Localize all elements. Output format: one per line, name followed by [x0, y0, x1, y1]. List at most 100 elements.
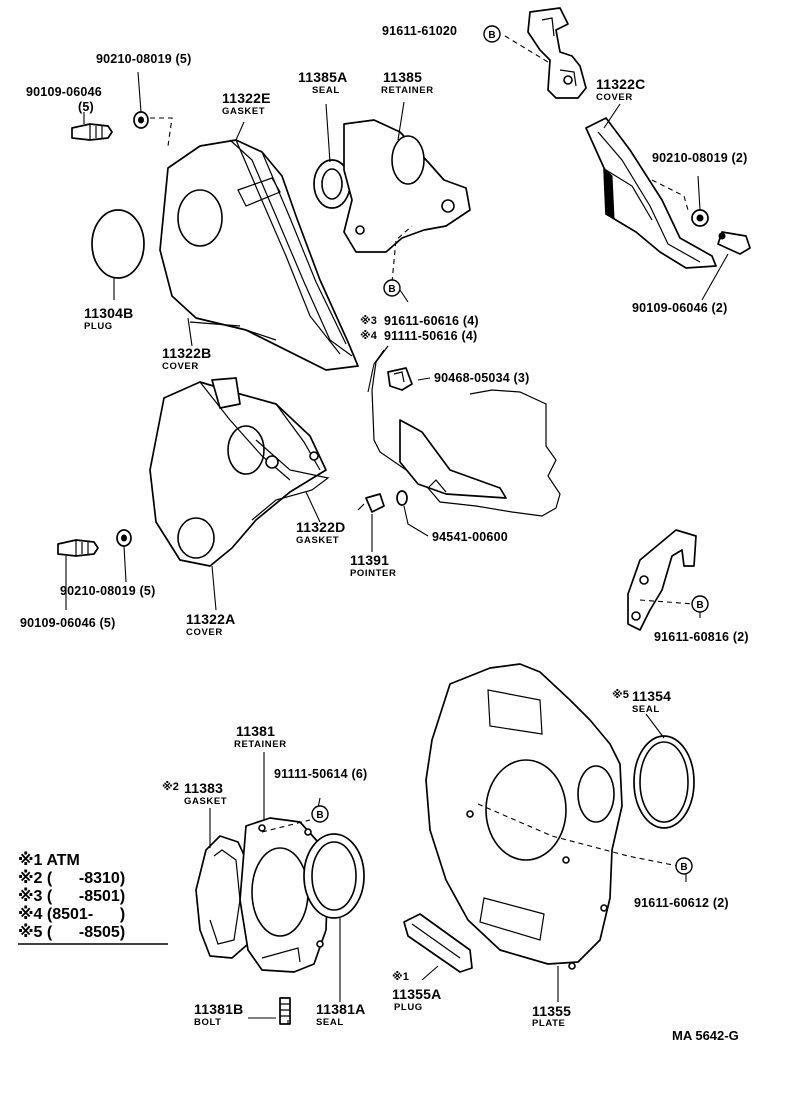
bolt-symbol-91611-60616: B [383, 279, 401, 297]
note-1-text: ATM [46, 852, 80, 869]
seal-11381a [303, 833, 365, 919]
label-91611-60816: 91611-60816 (2) [654, 630, 749, 644]
retainer-11381 [239, 817, 329, 973]
label-11322b: 11322B [162, 345, 212, 361]
label-11304b-name: PLUG [84, 321, 113, 332]
label-11355-name: PLATE [532, 1018, 566, 1029]
svg-text:B: B [316, 810, 323, 821]
gasket-11322e [229, 139, 353, 357]
bolt-90109-right [717, 231, 751, 255]
plug-11304b [91, 209, 145, 279]
label-91611-60616: 91611-60616 (4) [384, 314, 479, 328]
upper-cover-bracket [527, 7, 587, 99]
label-11354-name: SEAL [632, 704, 660, 715]
label-11391: 11391 [350, 552, 390, 568]
note-3-text: ( -8501) [46, 888, 126, 905]
label-11322e: 11322E [222, 90, 271, 106]
label-11391-name: POINTER [350, 568, 397, 579]
label-11385-name: RETAINER [381, 85, 434, 96]
washer-90210-top [133, 111, 149, 129]
leader-91611-60616-up [391, 225, 413, 283]
label-11381a-name: SEAL [316, 1017, 344, 1028]
label-91611-60612: 91611-60612 (2) [634, 896, 729, 910]
clip-90468 [387, 367, 413, 391]
note-4: ※4 (8501- ) [18, 907, 174, 925]
label-11385a-name: SEAL [312, 85, 340, 96]
note-5-mark: ※5 [18, 924, 43, 941]
svg-text:B: B [388, 284, 395, 295]
note-4-text: (8501- ) [46, 906, 126, 923]
washer-94541 [396, 490, 408, 506]
label-90210-08019-mid: 90210-08019 (5) [60, 584, 156, 598]
washer-90210-mid [116, 529, 132, 547]
label-91611-61020: 91611-61020 [382, 24, 458, 38]
bolt-symbol-91111-50614: B [311, 805, 329, 823]
label-11355a-mark: ※1 [392, 971, 409, 983]
note-3: ※3 ( -8501) [18, 889, 174, 907]
engine-block-outline [371, 345, 561, 517]
label-11383-name: GASKET [184, 796, 228, 807]
label-11385: 11385 [383, 69, 423, 85]
svg-text:B: B [680, 862, 687, 873]
bolt-90109-mid [57, 539, 99, 557]
retainer-11385 [343, 119, 471, 253]
side-bracket [627, 529, 697, 631]
notes-block: ※1 ATM ※2 ( -8310) ※3 ( -8501) ※4 (8501-… [18, 853, 174, 943]
label-90210-08019-top: 90210-08019 (5) [96, 52, 192, 66]
note-4-mark: ※4 [18, 906, 43, 923]
label-91111-50616-mark: ※4 [360, 330, 377, 342]
label-11354: 11354 [632, 688, 672, 704]
note-2-text: ( -8310) [46, 870, 126, 887]
leader-11322c-bracket [651, 179, 689, 211]
leader-plate-bolt [477, 803, 679, 867]
label-90210-08019-right: 90210-08019 (2) [652, 151, 748, 165]
label-11383-mark: ※2 [162, 781, 179, 793]
label-90109-06046-mid: 90109-06046 (5) [20, 616, 116, 630]
label-90109-06046-right: 90109-06046 (2) [632, 301, 728, 315]
label-11383: 11383 [184, 780, 224, 796]
cover-11322c [585, 117, 717, 269]
label-11322d-name: GASKET [296, 535, 340, 546]
svg-text:B: B [488, 30, 495, 41]
cover-11322a [149, 377, 327, 567]
plug-11355a [403, 913, 473, 973]
leader-top-bolt [150, 117, 173, 147]
note-1-mark: ※1 [18, 852, 43, 869]
label-11355a: 11355A [392, 986, 442, 1002]
cover-11322b [159, 139, 359, 371]
label-11355: 11355 [532, 1003, 572, 1019]
note-3-mark: ※3 [18, 888, 43, 905]
label-91111-50614: 91111-50614 (6) [274, 767, 368, 781]
label-91611-60616-mark: ※3 [360, 315, 377, 327]
label-90468-05034: 90468-05034 (3) [434, 371, 530, 385]
bolt-11381b [279, 997, 291, 1025]
label-11322c-name: COVER [596, 92, 633, 103]
bolt-90109-top [71, 123, 113, 141]
note-1: ※1 ATM [18, 853, 174, 871]
bolt-symbol-91611-61020: B [483, 25, 501, 43]
label-11381b-name: BOLT [194, 1017, 222, 1028]
note-5-text: ( -8505) [46, 924, 126, 941]
label-11322d: 11322D [296, 519, 346, 535]
label-11381a: 11381A [316, 1001, 366, 1017]
label-11354-mark: ※5 [612, 689, 629, 701]
label-11322a: 11322A [186, 611, 236, 627]
label-11381-name: RETAINER [234, 739, 287, 750]
pointer-11391 [357, 493, 385, 513]
label-90109-06046-top-qty: (5) [78, 100, 94, 114]
leader-side-bracket [639, 599, 695, 605]
note-2: ※2 ( -8310) [18, 871, 174, 889]
label-11322e-name: GASKET [222, 106, 266, 117]
label-91111-50616: 91111-50616 (4) [384, 329, 478, 343]
label-11304b: 11304B [84, 305, 134, 321]
leader-lines [65, 71, 729, 1024]
label-11385a: 11385A [298, 69, 348, 85]
label-11381b: 11381B [194, 1001, 244, 1017]
bolt-symbol-91611-60612: B [675, 857, 693, 875]
svg-text:B: B [696, 600, 703, 611]
label-11355a-name: PLUG [394, 1002, 423, 1013]
note-2-mark: ※2 [18, 870, 43, 887]
label-94541-00600: 94541-00600 [432, 530, 508, 544]
figure-reference: MA 5642-G [672, 1028, 739, 1043]
